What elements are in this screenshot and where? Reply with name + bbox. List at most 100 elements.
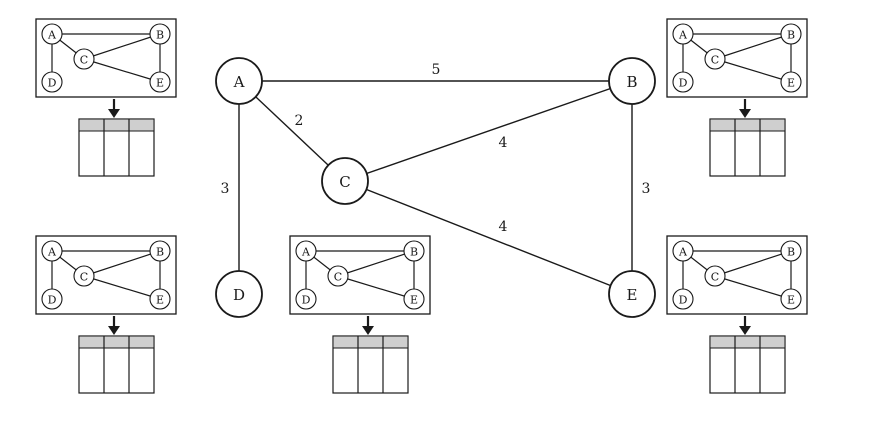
node-b xyxy=(608,57,656,105)
routing-table-header xyxy=(332,335,409,349)
replica-node-label-a: A xyxy=(301,246,311,259)
router-replica-bottom-right: A B C D E xyxy=(666,235,808,394)
routing-table-header xyxy=(78,335,155,349)
replica-node-d xyxy=(295,288,317,310)
replica-node-label-c: C xyxy=(334,271,342,284)
replica-node-label-d: D xyxy=(302,294,311,307)
replica-node-d xyxy=(672,288,694,310)
replica-edge-c-b xyxy=(714,250,792,277)
replica-edge-c-b xyxy=(83,250,161,277)
router-replica-top-left: A B C D E xyxy=(35,18,177,177)
replica-node-label-c: C xyxy=(80,54,88,67)
main-graph-edges xyxy=(238,80,633,295)
replica-node-d xyxy=(672,71,694,93)
replica-node-c xyxy=(327,265,349,287)
replica-node-a xyxy=(672,240,694,262)
replica-node-label-e: E xyxy=(410,294,418,307)
edge-weight-b-e: 3 xyxy=(642,181,651,197)
routing-table-header xyxy=(709,335,786,349)
replica-node-label-b: B xyxy=(787,246,795,259)
replica-node-label-e: E xyxy=(787,77,795,90)
edge-c-e xyxy=(344,180,633,295)
replica-node-label-d: D xyxy=(679,294,688,307)
replica-node-d xyxy=(41,71,63,93)
replica-node-label-c: C xyxy=(80,271,88,284)
edge-weight-a-d: 3 xyxy=(221,181,230,197)
down-arrow-icon xyxy=(108,109,120,118)
node-c xyxy=(321,157,369,205)
edge-weight-c-b: 4 xyxy=(499,135,508,151)
down-arrow-icon xyxy=(362,326,374,335)
down-arrow-icon xyxy=(108,326,120,335)
replica-edge-c-e xyxy=(83,275,161,300)
edge-c-b xyxy=(344,80,633,182)
replica-edge-c-b xyxy=(714,33,792,60)
router-replica-top-right: A B C D E xyxy=(666,18,808,177)
replica-node-e xyxy=(149,71,171,93)
replica-node-e xyxy=(780,288,802,310)
node-label-b: B xyxy=(626,73,637,91)
replica-node-label-a: A xyxy=(47,246,57,259)
replica-node-label-d: D xyxy=(48,77,57,90)
node-d xyxy=(215,270,263,318)
replica-node-e xyxy=(403,288,425,310)
replica-node-a xyxy=(672,23,694,45)
routing-table-header xyxy=(78,118,155,132)
router-replicas: A B C D E A B C D E A B C D E A B C D E A B C D E xyxy=(35,18,808,394)
replica-node-label-a: A xyxy=(678,29,688,42)
node-a xyxy=(215,57,263,105)
replica-node-label-b: B xyxy=(156,246,164,259)
replica-node-b xyxy=(149,240,171,262)
down-arrow-icon xyxy=(739,109,751,118)
main-graph-weights: 5 2 3 4 4 3 xyxy=(221,62,651,235)
router-replica-bottom-left: A B C D E xyxy=(35,235,177,394)
node-label-e: E xyxy=(627,286,638,304)
replica-node-c xyxy=(73,265,95,287)
replica-node-label-e: E xyxy=(156,294,164,307)
replica-node-label-b: B xyxy=(787,29,795,42)
replica-node-label-b: B xyxy=(410,246,418,259)
node-label-c: C xyxy=(339,173,350,191)
replica-node-a xyxy=(41,240,63,262)
replica-node-a xyxy=(295,240,317,262)
replica-node-b xyxy=(780,23,802,45)
replica-node-d xyxy=(41,288,63,310)
replica-node-a xyxy=(41,23,63,45)
replica-node-label-e: E xyxy=(156,77,164,90)
replica-node-label-b: B xyxy=(156,29,164,42)
replica-node-e xyxy=(149,288,171,310)
replica-edge-c-b xyxy=(83,33,161,60)
replica-edge-c-b xyxy=(337,250,415,277)
replica-node-b xyxy=(403,240,425,262)
node-label-d: D xyxy=(233,286,245,304)
replica-edge-c-e xyxy=(714,58,792,83)
replica-node-e xyxy=(780,71,802,93)
edge-weight-a-c: 2 xyxy=(295,113,304,129)
edge-weight-a-b: 5 xyxy=(432,62,441,78)
replica-node-c xyxy=(73,48,95,70)
replica-node-b xyxy=(149,23,171,45)
edge-weight-c-e: 4 xyxy=(499,219,508,235)
node-e xyxy=(608,270,656,318)
down-arrow-icon xyxy=(739,326,751,335)
router-replica-bottom-center: A B C D E xyxy=(289,235,431,394)
replica-node-label-e: E xyxy=(787,294,795,307)
routing-table-header xyxy=(709,118,786,132)
node-label-a: A xyxy=(233,73,245,91)
replica-edge-c-e xyxy=(83,58,161,83)
replica-node-label-a: A xyxy=(678,246,688,259)
replica-node-label-c: C xyxy=(711,271,719,284)
edge-a-c xyxy=(238,80,346,182)
replica-node-b xyxy=(780,240,802,262)
replica-edge-c-e xyxy=(337,275,415,300)
replica-node-c xyxy=(704,48,726,70)
replica-node-label-d: D xyxy=(679,77,688,90)
main-graph-nodes: A B C D E xyxy=(215,57,656,318)
replica-node-label-a: A xyxy=(47,29,57,42)
replica-node-c xyxy=(704,265,726,287)
replica-edge-c-e xyxy=(714,275,792,300)
replica-node-label-d: D xyxy=(48,294,57,307)
replica-node-label-c: C xyxy=(711,54,719,67)
